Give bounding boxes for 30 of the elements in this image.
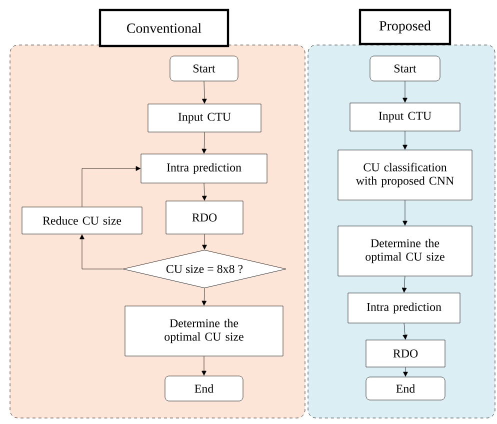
terminal-box: Start (370, 56, 440, 82)
arrow (202, 356, 206, 376)
arrow (403, 367, 408, 377)
process-box: RDO (366, 340, 446, 368)
terminal-box: End (164, 376, 244, 402)
arrow (402, 200, 408, 226)
arrow (202, 81, 207, 104)
arrow (202, 288, 207, 306)
process-box: Determine the optimal CU size (338, 226, 472, 276)
process-box: CU classification with proposed CNN (338, 150, 472, 200)
terminal-box: End (366, 376, 446, 400)
arrow (82, 166, 141, 207)
arrow (402, 276, 407, 293)
process-box: Input CTU (148, 104, 262, 132)
process-box: Input CTU (350, 102, 460, 132)
arrow (202, 183, 207, 201)
process-box: Determine the optimal CU size (124, 306, 284, 356)
process-box: Intra prediction (348, 292, 460, 324)
arrow (402, 323, 408, 340)
process-box: Reduce CU size (22, 206, 142, 234)
terminal-box: Start (170, 56, 238, 82)
title-box: Conventional (98, 8, 230, 48)
arrow (80, 234, 123, 270)
arrow (402, 81, 408, 103)
title-box: Proposed (358, 8, 452, 46)
arrow (202, 132, 207, 154)
process-box: RDO (166, 200, 244, 234)
arrow (202, 234, 207, 250)
arrow (402, 131, 408, 150)
process-box: Intra prediction (140, 154, 268, 184)
